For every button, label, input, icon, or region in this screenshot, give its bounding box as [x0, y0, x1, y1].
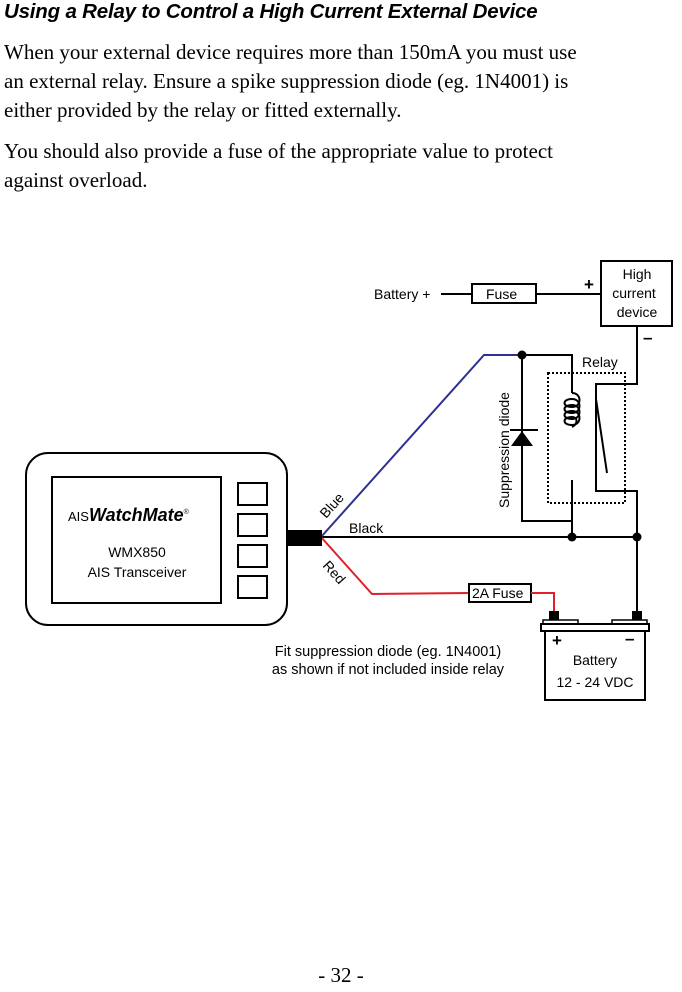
device-minus-sign: –: [643, 328, 652, 347]
transceiver-button[interactable]: [237, 575, 268, 599]
relay-coil: [563, 392, 581, 428]
battery-minus-sign: –: [625, 629, 634, 648]
fuse-label: Fuse: [486, 286, 517, 302]
diode-branch-wire: [521, 355, 572, 522]
red-wire-to-battery: [531, 592, 555, 613]
battery-plus-sign: +: [552, 631, 562, 650]
intro-paragraph: When your external device requires more …: [4, 38, 682, 125]
transceiver-button[interactable]: [237, 513, 268, 537]
device-label-line1: High: [623, 266, 652, 282]
fuse-2a-label: 2A Fuse: [472, 585, 524, 601]
brand-logo: AISWatchMate®: [68, 505, 190, 525]
battery-body: [544, 630, 646, 701]
relay-switch-blade: [595, 398, 608, 474]
paragraph-line: against overload.: [4, 168, 148, 192]
description-label: AIS Transceiver: [88, 564, 187, 580]
paragraph-line: When your external device requires more …: [4, 40, 577, 64]
high-current-device: [600, 260, 673, 327]
device-plus-sign: +: [584, 275, 594, 294]
battery-label: Battery: [573, 652, 617, 668]
junction-dot: [632, 532, 642, 542]
brand-prefix: AIS: [68, 509, 89, 524]
section-heading: Using a Relay to Control a High Current …: [4, 0, 538, 23]
suppression-diode-label: Suppression diode: [496, 392, 512, 508]
battery-voltage: 12 - 24 VDC: [556, 674, 633, 690]
relay-label: Relay: [582, 354, 618, 370]
paragraph-line: an external relay. Ensure a spike suppre…: [4, 69, 569, 93]
battery-terminal-positive: [549, 611, 559, 622]
black-wire-label: Black: [349, 520, 384, 536]
junction-dot: [567, 532, 577, 542]
registered-mark: ®: [184, 508, 190, 516]
relay-enclosure: [547, 372, 626, 504]
wire-to-relay-coil: [522, 354, 573, 393]
battery-terminal-negative: [632, 611, 642, 622]
page-number: - 32 -: [318, 963, 364, 987]
diode-triangle: [511, 431, 533, 446]
note-line2: as shown if not included inside relay: [272, 662, 505, 678]
device-label-line3: device: [617, 304, 658, 320]
red-wire: [320, 536, 470, 596]
paragraph-line: either provided by the relay or fitted e…: [4, 98, 402, 122]
fuse-paragraph: You should also provide a fuse of the ap…: [4, 137, 682, 195]
note-line1: Fit suppression diode (eg. 1N4001): [275, 644, 502, 660]
blue-wire: [320, 354, 522, 538]
transceiver-button[interactable]: [237, 482, 268, 506]
device-label-line2: current: [612, 285, 656, 301]
transceiver-screen: [51, 476, 222, 604]
cable-connector: [287, 530, 322, 546]
transceiver-button[interactable]: [237, 544, 268, 568]
model-label: WMX850: [108, 544, 166, 560]
wire-device-to-relay-contact: [595, 326, 638, 490]
paragraph-line: You should also provide a fuse of the ap…: [4, 139, 553, 163]
brand-name: WatchMate: [89, 505, 184, 525]
blue-wire-label: Blue: [316, 489, 347, 521]
wire-relay-contact-to-battery-minus: [595, 474, 638, 613]
battery-plus-label: Battery +: [374, 286, 430, 302]
